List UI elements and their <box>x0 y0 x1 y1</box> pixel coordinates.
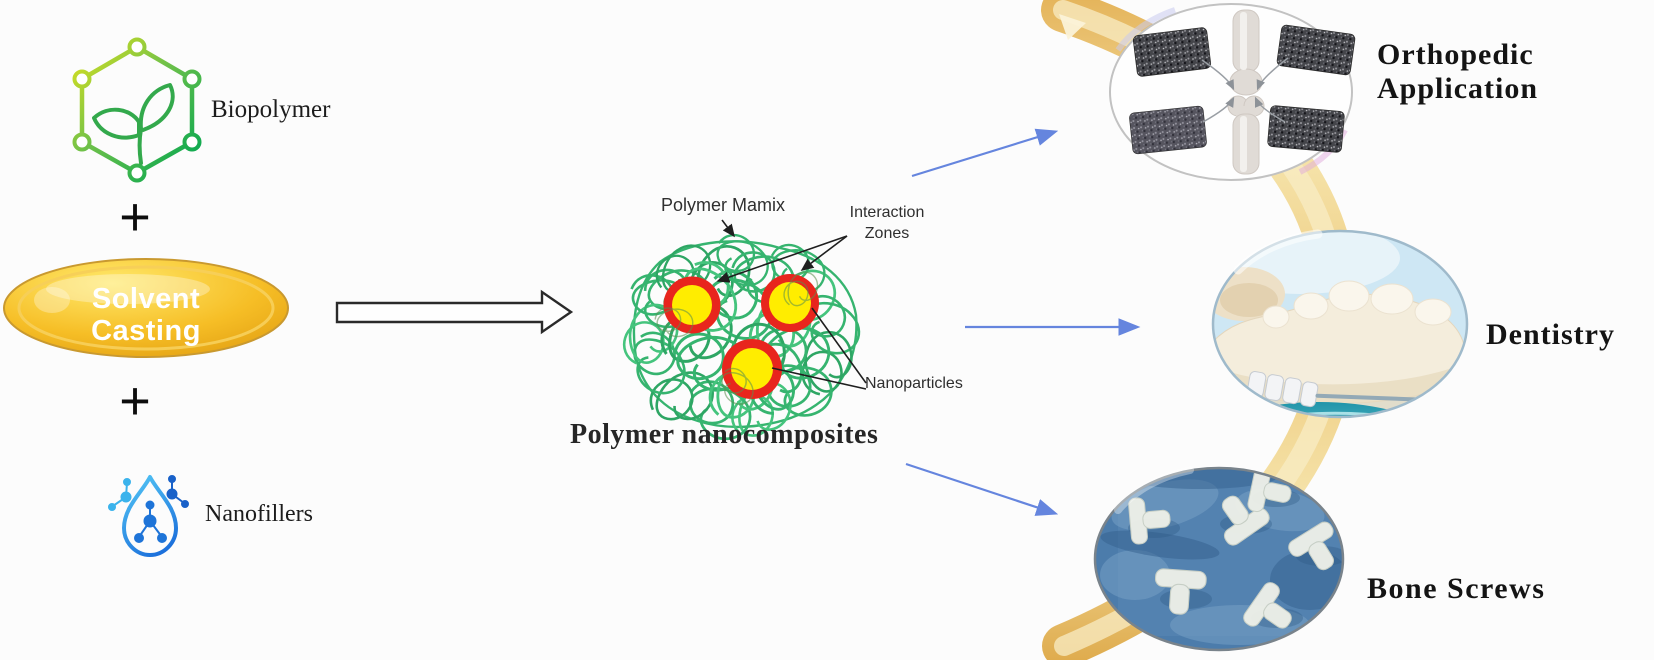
molecule-right <box>166 475 189 508</box>
solvent-line-1: Solvent <box>91 283 201 315</box>
polymer-nanocomposites-caption: Polymer nanocomposites <box>570 419 879 450</box>
bone-screws-photo <box>1093 466 1345 652</box>
application-connector-arrows <box>905 128 1141 516</box>
solvent-casting-badge <box>3 258 289 358</box>
arrow-to-bone-screws <box>905 462 1059 516</box>
teeth <box>1262 280 1452 329</box>
hexagon-outline <box>79 44 195 176</box>
nanoparticle <box>663 276 721 334</box>
interaction-pointer-line-2 <box>800 235 848 271</box>
dentistry-label: Dentistry <box>1486 318 1615 351</box>
solvent-line-2: Casting <box>91 315 201 347</box>
orthopedic-photo <box>1109 3 1356 181</box>
rim-tint-lavender <box>1115 7 1176 52</box>
interaction-zones-label: Interaction Zones <box>828 202 946 244</box>
polymer-matrix-label: Polymer Mamix <box>661 195 786 215</box>
material-samples <box>1129 24 1356 155</box>
dentistry-photo <box>1211 229 1469 419</box>
molecule-inside <box>134 500 167 543</box>
orthopedic-label-line-2: Application <box>1377 72 1539 105</box>
interaction-line-1: Interaction <box>849 204 925 221</box>
plus-sign-top: + <box>119 187 151 247</box>
nanoparticle-pointer-line-2 <box>771 367 867 390</box>
plus-sign-bottom: + <box>119 371 151 431</box>
solvent-casting-label: Solvent Casting <box>26 283 266 347</box>
right-block-arrow-icon <box>335 289 574 335</box>
molecule-left <box>108 478 132 511</box>
droplet-outline <box>122 475 178 557</box>
badge-gloss-left <box>34 287 70 313</box>
orthopedic-label-line-1: Orthopedic <box>1377 38 1534 71</box>
nanofillers-label: Nanofillers <box>205 501 313 527</box>
nanoparticle <box>761 274 819 332</box>
matrix-pointer-line <box>721 219 735 238</box>
interaction-line-2: Zones <box>864 225 910 242</box>
sprout-icon <box>92 83 175 165</box>
bone-screws-photo-content <box>1095 468 1343 650</box>
nanoparticle-pointer-line-1 <box>811 307 867 384</box>
interaction-pointer-line-1 <box>716 235 848 283</box>
nanoparticles-illustration <box>650 266 825 410</box>
hexagon-sprout-icon <box>72 37 202 183</box>
hexagon-vertex-nodes <box>72 37 202 183</box>
glass-gloss <box>1114 466 1194 514</box>
orthopedic-application-label: Orthopedic Application <box>1377 38 1538 106</box>
droplet-molecule-icon <box>108 475 189 557</box>
bone-screws-label: Bone Screws <box>1367 572 1546 605</box>
arrow-to-orthopedic <box>911 128 1059 178</box>
glass-gloss <box>1233 229 1323 275</box>
biopolymer-label: Biopolymer <box>211 96 331 123</box>
annotation-lines <box>716 219 867 390</box>
sample-to-joint-arrows <box>1201 57 1289 123</box>
badge-gloss <box>46 274 210 304</box>
gold-ribbon-arrow-tip-icon <box>1059 14 1086 40</box>
nanoparticle <box>722 339 782 399</box>
polymer-matrix-tangle <box>611 223 869 452</box>
nanoparticles-label: Nanoparticles <box>865 375 963 392</box>
